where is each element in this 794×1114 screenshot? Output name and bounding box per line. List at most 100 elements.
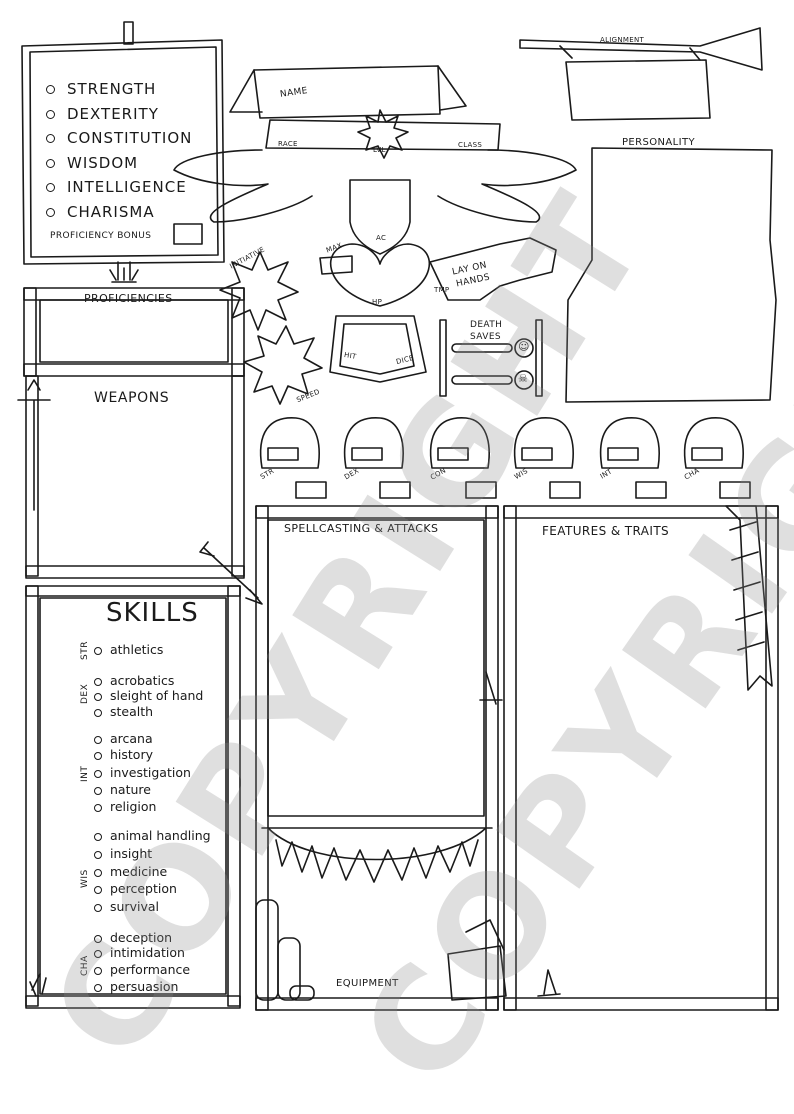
personality-field[interactable] bbox=[596, 154, 768, 398]
ability-wisdom[interactable]: WISDOM bbox=[46, 154, 216, 179]
skill-stealth[interactable]: stealth bbox=[94, 704, 153, 719]
failure-skull-icon: ☠ bbox=[518, 372, 528, 385]
proficiencies-frame bbox=[23, 287, 245, 377]
proficiency-circle[interactable] bbox=[94, 949, 102, 958]
weapons-label: WEAPONS bbox=[94, 390, 170, 406]
constitution-circle[interactable] bbox=[46, 134, 55, 143]
hp-heart bbox=[319, 237, 557, 307]
weapons-field[interactable] bbox=[42, 412, 228, 562]
proficiency-circle[interactable] bbox=[94, 692, 102, 701]
dexterity-circle[interactable] bbox=[46, 109, 55, 119]
proficiency-circle[interactable] bbox=[94, 769, 102, 778]
skill-persuasion[interactable]: persuasion bbox=[94, 979, 178, 994]
character-sheet-art bbox=[17, 21, 779, 1011]
hit-dice-box bbox=[329, 315, 427, 383]
skill-group-dex-label: DEX bbox=[80, 683, 90, 704]
ability-label: DEXTERITY bbox=[67, 104, 159, 123]
skill-arcana[interactable]: arcana bbox=[94, 731, 153, 746]
proficiency-circle[interactable] bbox=[94, 966, 102, 975]
class-label: CLASS bbox=[458, 141, 483, 149]
proficiency-circle[interactable] bbox=[94, 868, 102, 877]
skills-frame bbox=[25, 585, 241, 1009]
features-label: FEATURES & TRAITS bbox=[542, 524, 670, 538]
alignment-horn bbox=[519, 27, 763, 121]
proficiency-circle[interactable] bbox=[94, 735, 102, 744]
proficiency-circle[interactable] bbox=[94, 677, 102, 686]
name-banner bbox=[173, 65, 577, 255]
proficiency-circle[interactable] bbox=[94, 708, 102, 717]
proficiency-circle[interactable] bbox=[94, 934, 102, 943]
proficiency-circle[interactable] bbox=[94, 983, 102, 992]
ability-intelligence[interactable]: INTELLIGENCE bbox=[46, 178, 216, 203]
skill-athletics[interactable]: athletics bbox=[94, 642, 163, 657]
proficiency-circle[interactable] bbox=[94, 803, 102, 812]
proficiency-circle[interactable] bbox=[94, 850, 102, 859]
skill-insight[interactable]: insight bbox=[94, 846, 152, 861]
proficiency-circle[interactable] bbox=[94, 786, 102, 795]
ability-charisma[interactable]: CHARISMA bbox=[46, 203, 216, 228]
skill-label: deception bbox=[110, 930, 173, 945]
skill-perception[interactable]: perception bbox=[94, 881, 177, 896]
armor-class-label: AC bbox=[376, 234, 387, 242]
skill-label: performance bbox=[110, 962, 191, 977]
skill-medicine[interactable]: medicine bbox=[94, 864, 167, 879]
skill-deception[interactable]: deception bbox=[94, 930, 172, 945]
features-field[interactable] bbox=[518, 544, 728, 992]
skill-acrobatics[interactable]: acrobatics bbox=[94, 673, 174, 688]
skill-label: athletics bbox=[110, 642, 164, 657]
skill-nature[interactable]: nature bbox=[94, 782, 151, 797]
proficiencies-label: PROFICIENCIES bbox=[84, 292, 173, 305]
armor-class-field[interactable] bbox=[354, 184, 406, 228]
skill-label: insight bbox=[110, 846, 153, 861]
ability-label: INTELLIGENCE bbox=[67, 178, 187, 196]
equipment-field[interactable] bbox=[270, 880, 480, 976]
skill-label: acrobatics bbox=[110, 673, 175, 688]
proficiency-circle[interactable] bbox=[94, 832, 102, 841]
success-smiley-icon: ☺ bbox=[518, 340, 530, 353]
skill-religion[interactable]: religion bbox=[94, 799, 156, 814]
strength-circle[interactable] bbox=[46, 85, 55, 94]
alignment-field[interactable] bbox=[576, 64, 706, 116]
skill-group-str-label: STR bbox=[80, 641, 90, 660]
skill-investigation[interactable]: investigation bbox=[94, 765, 191, 780]
intelligence-circle[interactable] bbox=[46, 183, 55, 192]
charisma-circle[interactable] bbox=[46, 207, 55, 217]
weapons-frame bbox=[17, 375, 263, 605]
skill-group-wis-label: WIS bbox=[80, 869, 90, 888]
skill-performance[interactable]: performance bbox=[94, 962, 190, 977]
skill-sleight-of-hand[interactable]: sleight of hand bbox=[94, 688, 203, 703]
proficiencies-field[interactable] bbox=[42, 304, 226, 360]
ability-list: STRENGTH DEXTERITY CONSTITUTION WISDOM I… bbox=[46, 80, 216, 227]
ability-signboard bbox=[21, 21, 225, 283]
skills-title: SKILLS bbox=[106, 598, 199, 628]
skill-intimidation[interactable]: intimidation bbox=[94, 945, 185, 960]
skill-label: stealth bbox=[110, 704, 154, 719]
skill-history[interactable]: history bbox=[94, 747, 153, 762]
skill-label: survival bbox=[110, 899, 159, 914]
spellcasting-field[interactable] bbox=[270, 540, 482, 814]
hp-label: HP bbox=[372, 298, 383, 306]
personality-label: PERSONALITY bbox=[622, 137, 695, 148]
ability-dexterity[interactable]: DEXTERITY bbox=[46, 105, 216, 130]
skill-label: intimidation bbox=[110, 945, 185, 960]
skill-label: religion bbox=[110, 799, 157, 814]
skill-label: nature bbox=[110, 782, 151, 797]
proficiency-circle[interactable] bbox=[94, 751, 102, 760]
proficiency-circle[interactable] bbox=[94, 646, 102, 655]
skill-label: arcana bbox=[110, 731, 153, 746]
proficiency-circle[interactable] bbox=[94, 903, 102, 912]
skill-label: sleight of hand bbox=[110, 688, 204, 703]
skill-animal-handling[interactable]: animal handling bbox=[94, 828, 211, 843]
features-frame bbox=[503, 505, 779, 1011]
ability-constitution[interactable]: CONSTITUTION bbox=[46, 129, 216, 154]
personality-scroll bbox=[565, 147, 777, 403]
skill-survival[interactable]: survival bbox=[94, 899, 159, 914]
wisdom-circle[interactable] bbox=[46, 158, 55, 168]
ability-label: CHARISMA bbox=[67, 202, 155, 221]
ability-strength[interactable]: STRENGTH bbox=[46, 80, 216, 105]
skill-group-cha-label: CHA bbox=[80, 955, 90, 976]
name-field[interactable] bbox=[262, 74, 434, 110]
proficiency-bonus-field[interactable] bbox=[175, 225, 201, 243]
ability-label: STRENGTH bbox=[67, 80, 157, 98]
proficiency-circle[interactable] bbox=[94, 885, 102, 894]
